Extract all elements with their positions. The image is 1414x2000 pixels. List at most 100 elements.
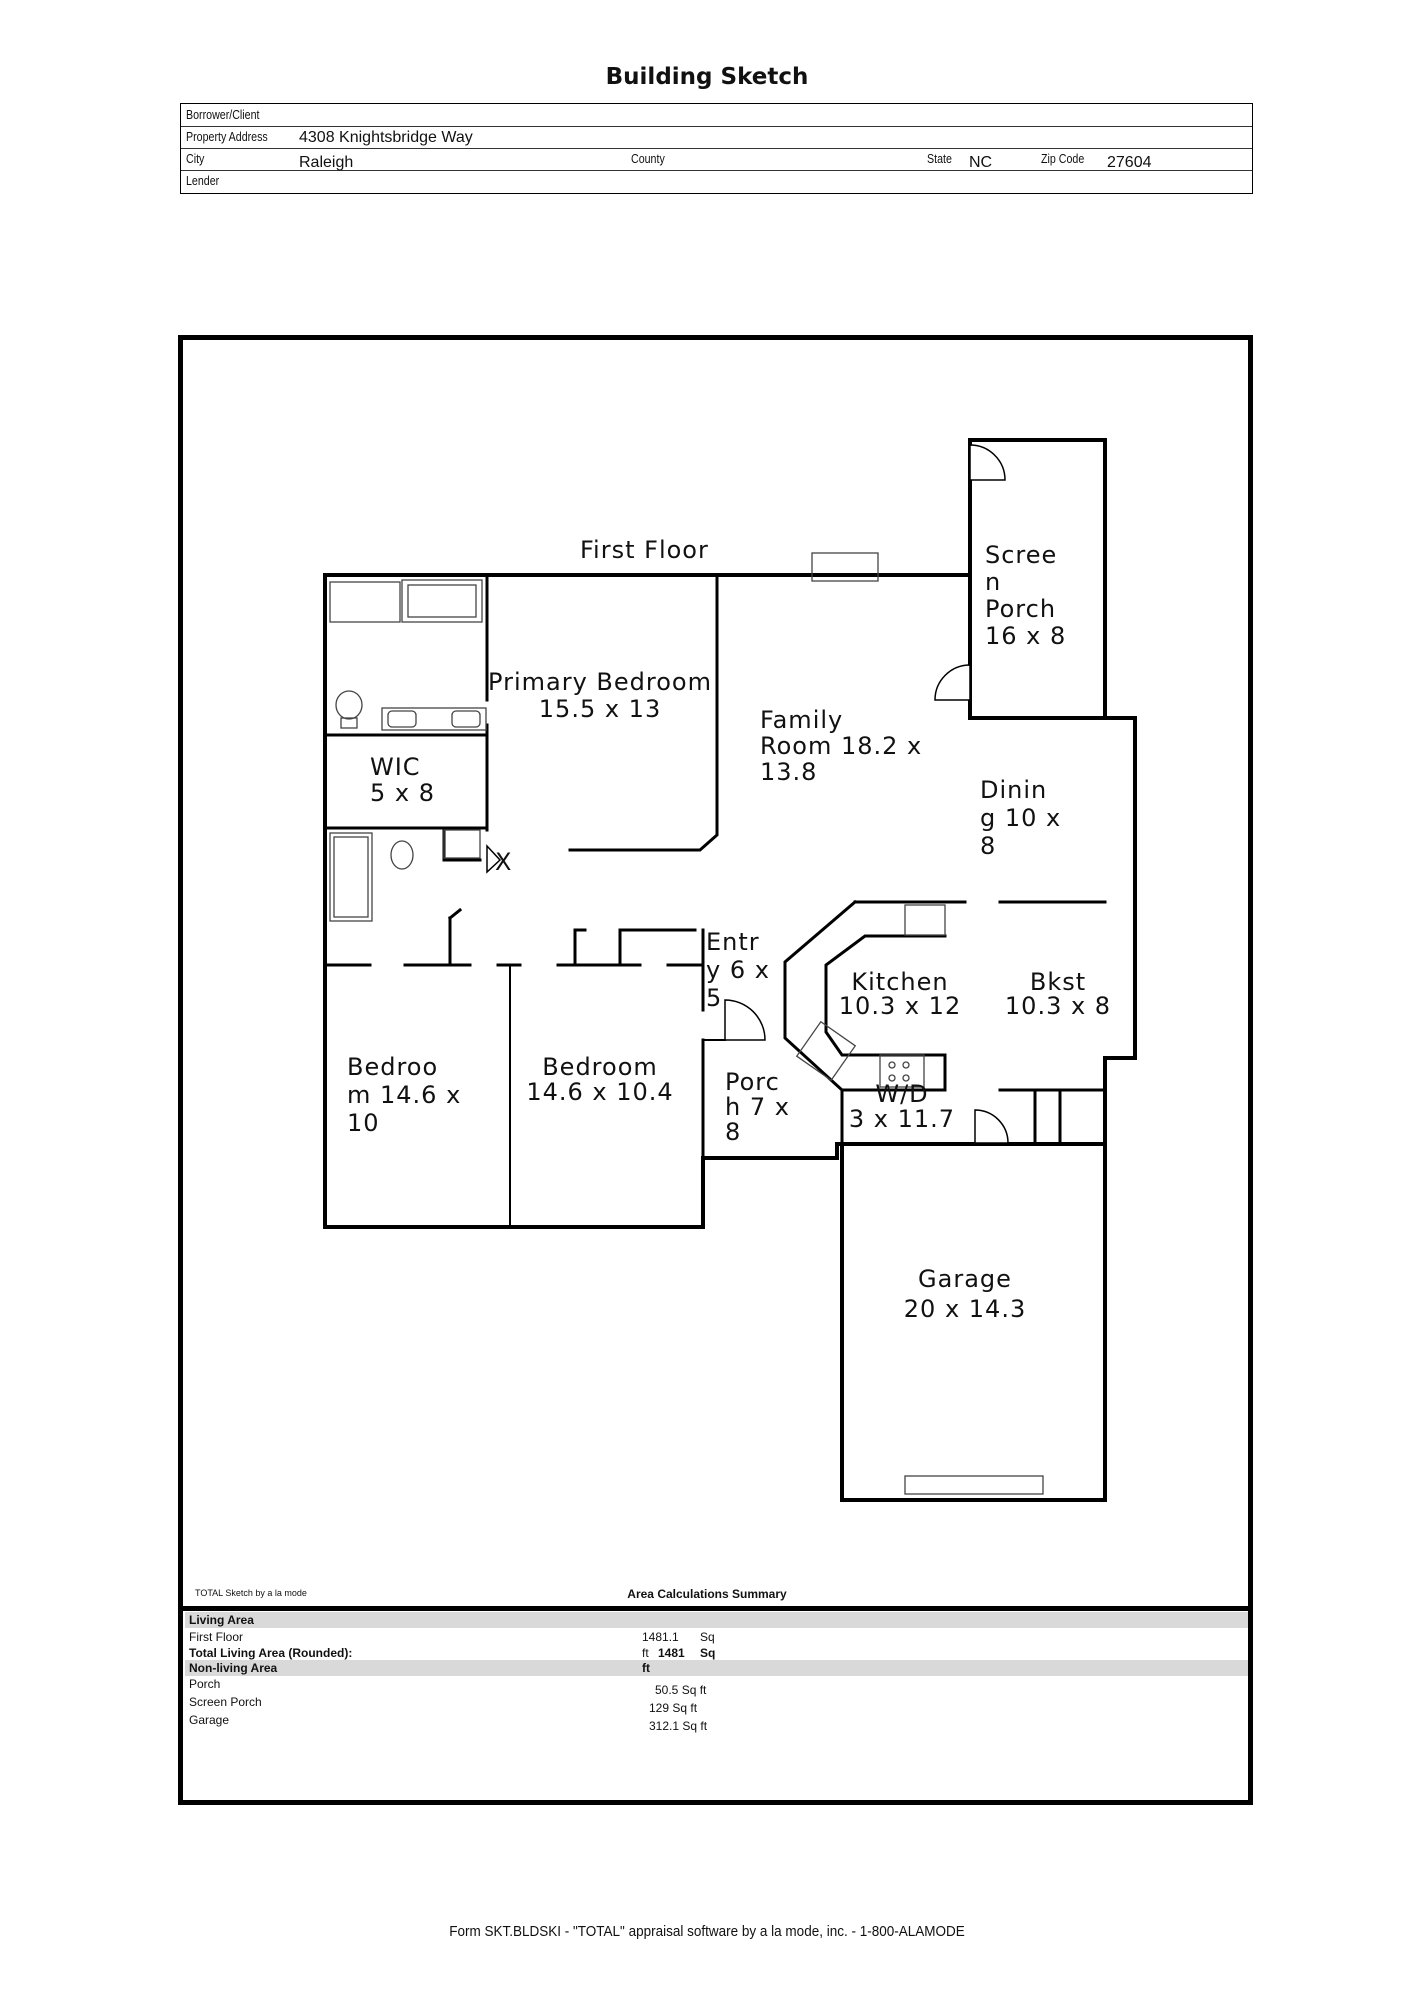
door-swing-icon [724,999,766,1041]
room-label-line: 5 x 8 [370,779,435,807]
walls [323,438,1137,1502]
room-label-line: Bedroo [347,1053,438,1081]
nonliving-area-header: Non-living Area ft [185,1660,1248,1676]
first-floor-value: 1481.1 [642,1630,679,1644]
room-label-line: Dinin [980,776,1047,804]
tub-icon [329,832,373,922]
first-floor-label: First Floor [189,1630,243,1644]
city-row: City Raleigh County State NC Zip Code 27… [181,148,1252,171]
borrower-row: Borrower/Client [181,104,1252,127]
sketch-frame [178,335,1253,1805]
garage-window-icon [904,1475,1044,1495]
room-label-line: 15.5 x 13 [539,695,661,723]
room-label-line: Entr [706,928,760,956]
living-area-header: Living Area [185,1612,1248,1628]
total-living-value: 1481 [658,1646,685,1660]
room-label-line: 10 [347,1109,380,1137]
room-label-line: W/D [875,1080,928,1108]
room-label-line: 10.3 x 8 [1005,992,1111,1020]
range-icon [879,1054,925,1088]
nonliving-area-label: Non-living Area [189,1661,278,1675]
room-label-line: 8 [725,1118,741,1146]
doors [486,444,1009,1144]
porch-value: 50.5 Sq ft [655,1683,707,1697]
city-label: City [186,151,205,166]
room-label-line: n [985,568,1001,596]
first-floor-unit-ft: ft [642,1646,649,1660]
total-living-label: Total Living Area (Rounded): [189,1646,353,1660]
garage-row: Garage 312.1 Sq ft [185,1713,1248,1733]
room-label-line: m 14.6 x [347,1081,461,1109]
porch-row: Porch 50.5 Sq ft [185,1677,1248,1697]
room-label-line: Porch [985,595,1056,623]
state-label: State [927,151,952,166]
room-label-line: Scree [985,541,1057,569]
room-label-line: h 7 x [725,1093,790,1121]
door-swing-icon [974,1109,1009,1144]
door-swing-icon [934,664,971,701]
bathtub-icon [401,579,483,623]
lender-row: Lender [181,170,1252,192]
property-header-table: Borrower/Client Property Address 4308 Kn… [180,103,1253,194]
toilet-icon [335,690,363,720]
zip-label: Zip Code [1041,151,1085,166]
room-label-line: 13.8 [760,758,817,786]
summary-divider [178,1606,1253,1611]
screen-porch-label: Screen Porch [189,1695,262,1709]
room-label-line: 20 x 14.3 [904,1295,1026,1323]
closet-door-icon [486,844,502,874]
porch-label: Porch [189,1677,221,1691]
room-label-line: Room 18.2 x [760,732,922,760]
closet-mark: X [495,848,512,876]
room-label-line: Garage [918,1265,1012,1293]
vanity-icon [381,707,487,731]
fridge-icon [904,904,946,936]
page-title: Building Sketch [605,64,809,90]
zip-value: 27604 [1107,154,1152,171]
room-label-line: Bkst [1030,968,1086,996]
door-swing-icon [969,444,1006,481]
summary-title: Area Calculations Summary [627,1587,787,1601]
room-label-line: Bedroom [542,1053,658,1081]
address-label: Property Address [186,129,268,144]
state-value: NC [969,154,993,171]
room-label-line: 5 [706,984,722,1012]
shower-icon [329,581,401,623]
lender-label: Lender [186,173,220,188]
room-label-line: Primary Bedroom [488,668,712,696]
room-label-line: Kitchen [851,968,948,996]
county-label: County [631,151,665,166]
fireplace-icon [811,552,879,582]
kitchen-sink-icon [795,1020,857,1082]
city-value: Raleigh [299,154,354,171]
living-area-label: Living Area [189,1613,254,1627]
toilet-icon [390,840,414,870]
software-note: TOTAL Sketch by a la mode [195,1588,307,1598]
room-label-line: 8 [980,832,996,860]
first-floor-row: First Floor 1481.1 Sq [185,1630,1248,1644]
room-label-line: Porc [725,1068,780,1096]
floor-label: First Floor [580,536,709,564]
screen-porch-value: 129 Sq ft [649,1701,698,1715]
room-label-line: 14.6 x 10.4 [526,1078,673,1106]
total-living-unit-ft: ft [642,1661,650,1675]
sink-icon [443,829,481,859]
garage-label: Garage [189,1713,230,1727]
garage-value: 312.1 Sq ft [649,1719,708,1733]
fixtures [329,552,1044,1495]
borrower-label: Borrower/Client [186,107,260,122]
form-footer: Form SKT.BLDSKI - "TOTAL" appraisal soft… [449,1923,965,1940]
